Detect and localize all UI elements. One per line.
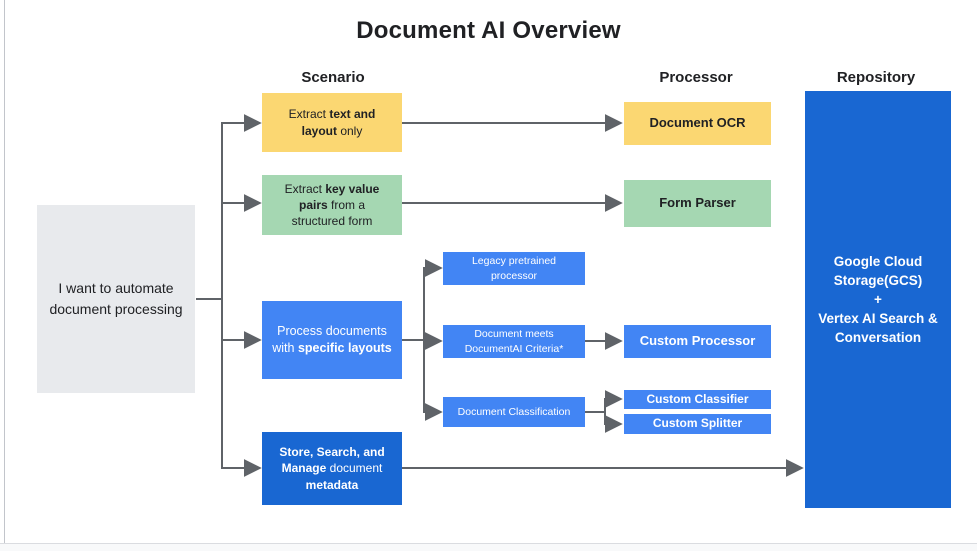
slide-bottom-border (0, 543, 977, 544)
branch-box-legacy-pretrained: Legacy pretrained processor (443, 252, 585, 285)
scenario-box-extract-key-value: Extract key value pairs from a structure… (262, 175, 402, 235)
scenario-box-specific-layouts: Process documents with specific layouts (262, 301, 402, 379)
processor-label: Form Parser (659, 195, 736, 211)
column-header-repository: Repository (836, 69, 916, 86)
branch-box-documentai-criteria: Document meets DocumentAI Criteria* (443, 325, 585, 358)
processor-box-custom-processor: Custom Processor (624, 325, 771, 358)
processor-box-form-parser: Form Parser (624, 180, 771, 227)
scenario-label: Process documents with specific layouts (272, 324, 392, 355)
scenario-label: Extract text and layout only (288, 107, 376, 138)
scenario-label: Extract key value pairs from a structure… (284, 181, 380, 229)
page-title: Document AI Overview (356, 17, 621, 44)
repository-box: Google Cloud Storage(GCS) + Vertex AI Se… (805, 91, 951, 508)
scenario-box-extract-text-layout: Extract text and layout only (262, 93, 402, 152)
slide-left-border (4, 0, 5, 544)
start-box-label: I want to automate document processing (49, 280, 183, 317)
repository-line-gcs: Google Cloud Storage(GCS) (833, 253, 923, 288)
processor-label: Custom Classifier (646, 391, 749, 406)
repository-line-vertex: Vertex AI Search & Conversation (818, 311, 938, 346)
processor-box-custom-classifier: Custom Classifier (624, 390, 771, 409)
branch-label: Document Classification (457, 405, 571, 418)
branch-label: Document meets DocumentAI Criteria* (464, 328, 564, 355)
processor-box-document-ocr: Document OCR (624, 102, 771, 145)
processor-box-custom-splitter: Custom Splitter (624, 414, 771, 434)
scenario-label: Store, Search, and Manage document metad… (279, 445, 385, 492)
column-header-processor: Processor (659, 69, 733, 86)
branch-label: Legacy pretrained processor (471, 255, 557, 282)
processor-label: Document OCR (649, 115, 746, 131)
start-box: I want to automate document processing (37, 205, 195, 393)
branch-box-document-classification: Document Classification (443, 397, 585, 427)
repository-plus: + (874, 291, 882, 307)
scenario-box-store-search-manage: Store, Search, and Manage document metad… (262, 432, 402, 505)
outside-slide-area (0, 544, 977, 551)
processor-label: Custom Processor (639, 333, 756, 349)
processor-label: Custom Splitter (652, 416, 743, 431)
column-header-scenario: Scenario (301, 69, 365, 86)
